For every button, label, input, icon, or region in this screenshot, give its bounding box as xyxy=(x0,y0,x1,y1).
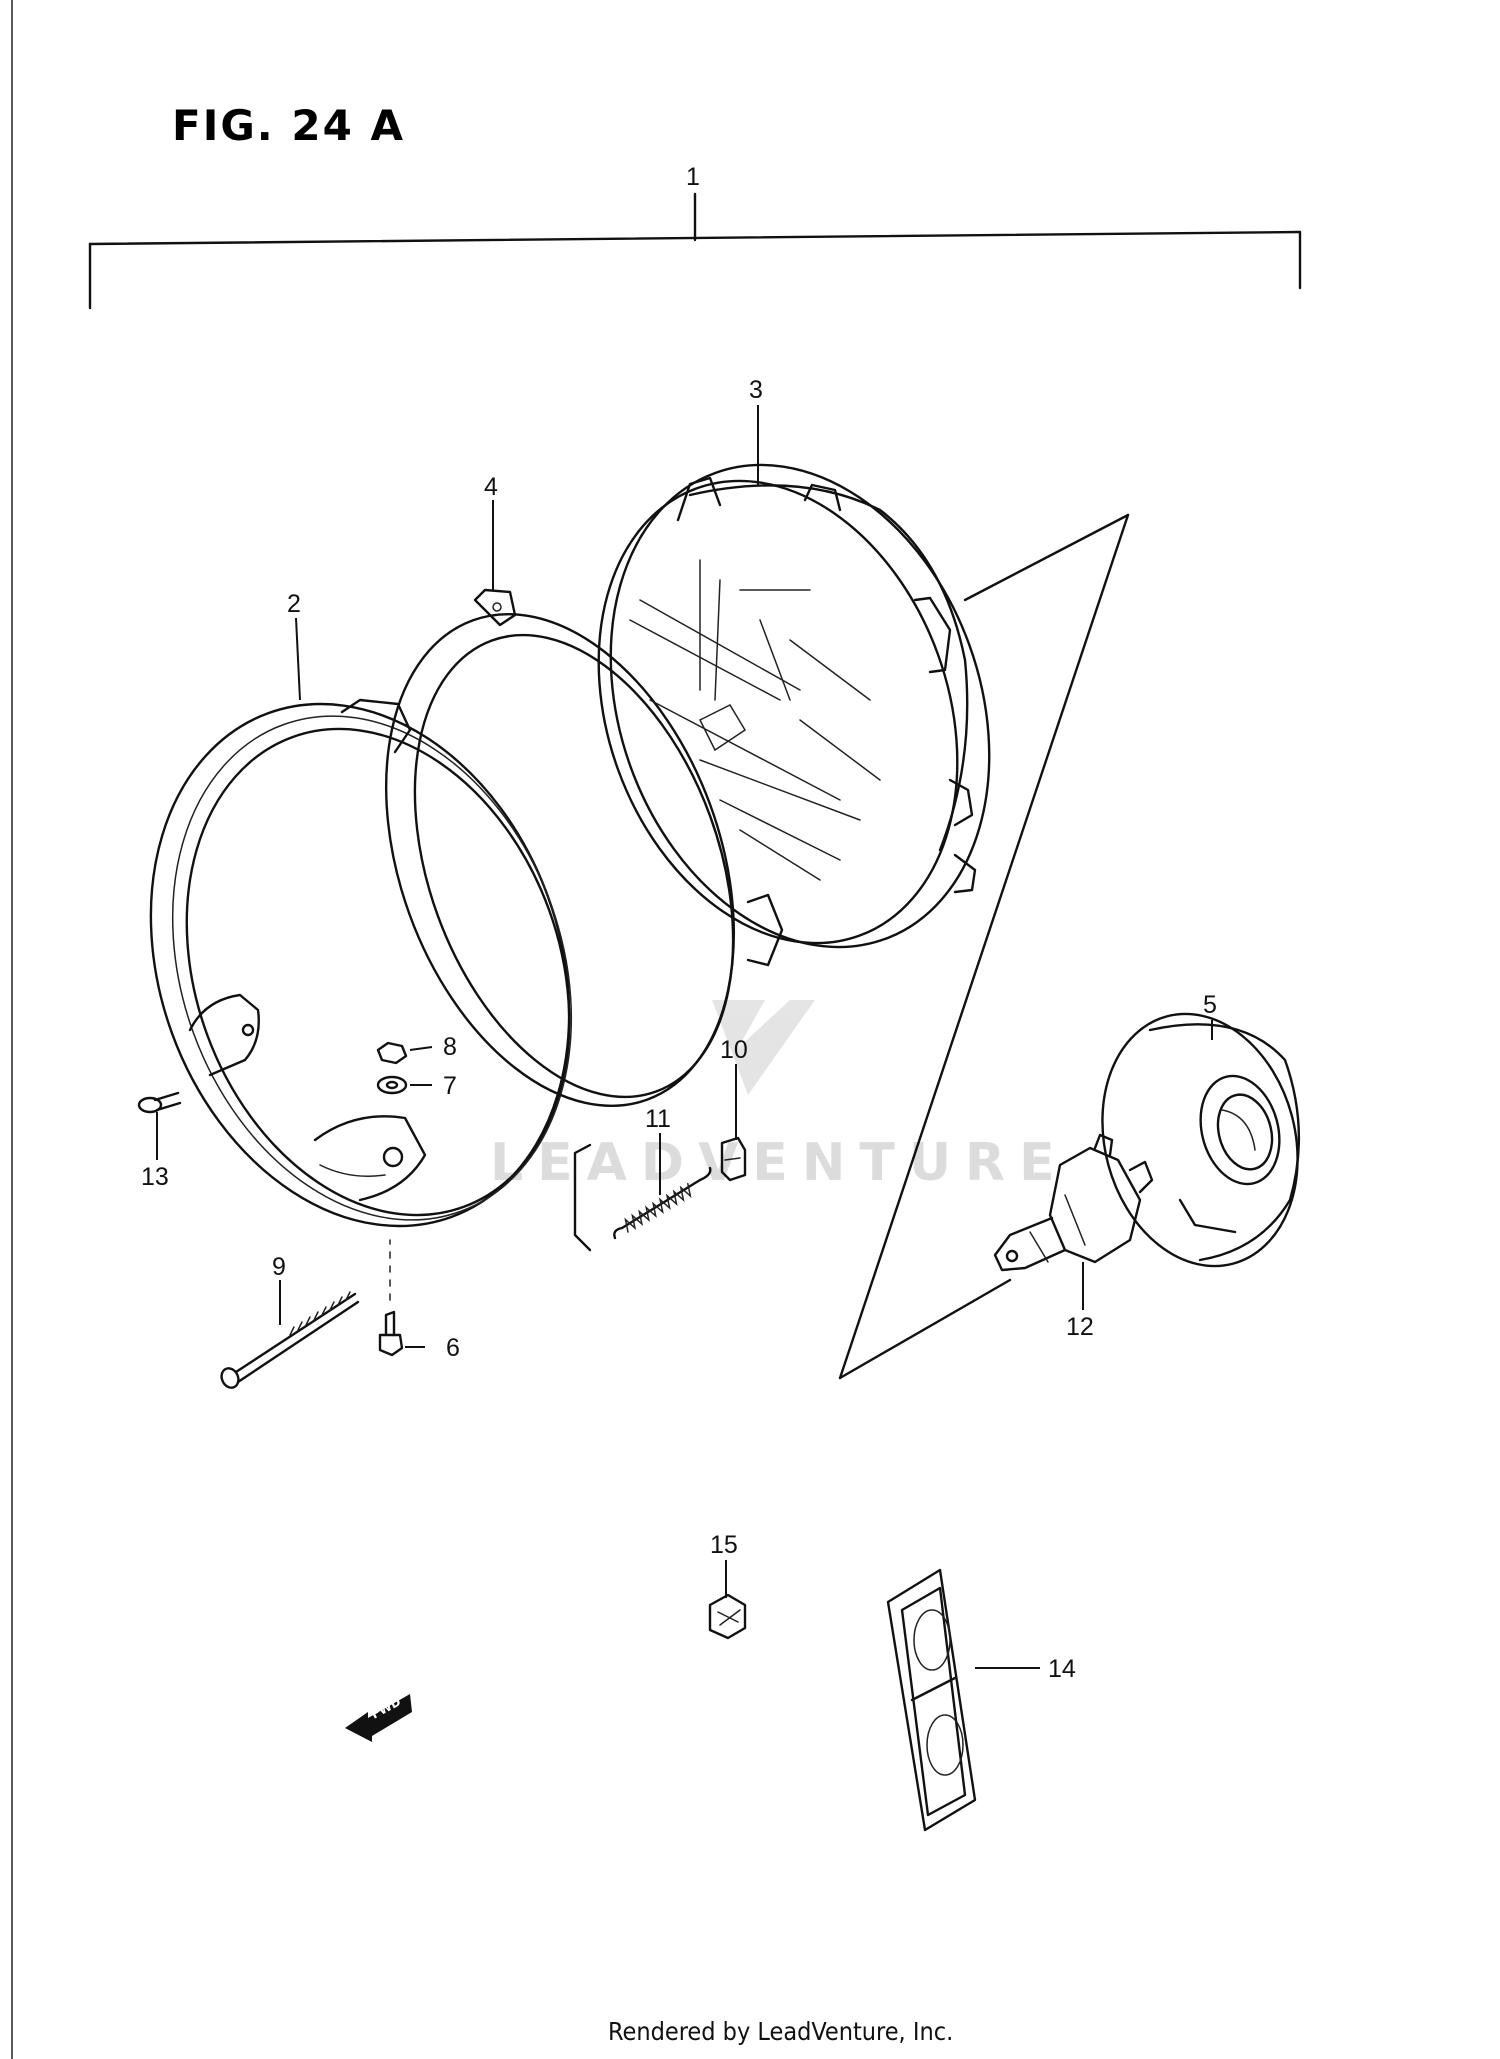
callout-10: 10 xyxy=(720,1036,748,1064)
callout-3: 3 xyxy=(749,376,763,404)
callout-7: 7 xyxy=(443,1072,457,1100)
spring-reference-line xyxy=(573,1143,592,1252)
leader-lines xyxy=(156,405,1213,1669)
callout-11: 11 xyxy=(645,1105,671,1133)
callout-9: 9 xyxy=(272,1253,286,1281)
part-4-mounting-ring xyxy=(384,588,784,1107)
part-7-washer xyxy=(376,1075,408,1095)
callout-4: 4 xyxy=(484,473,498,501)
callout-2: 2 xyxy=(287,590,301,618)
part-8-nut xyxy=(376,1041,408,1065)
callout-8: 8 xyxy=(443,1033,457,1061)
part-13-screw xyxy=(137,1091,182,1114)
part-11-spring xyxy=(613,1166,712,1240)
figure-title: FIG. 24 A xyxy=(172,101,405,150)
callout-labels: 1 2 3 4 5 6 7 8 9 10 11 12 13 14 15 xyxy=(141,163,1217,1683)
callout-15: 15 xyxy=(710,1531,738,1559)
part-15-grommet xyxy=(708,1593,747,1640)
watermark: LEADVENTURE xyxy=(490,1000,1069,1193)
part-5-socket-cover xyxy=(1101,1012,1301,1268)
watermark-text: LEADVENTURE xyxy=(490,1133,1069,1193)
part-14-reflector xyxy=(886,1568,977,1832)
part-3-sealed-beam xyxy=(597,463,991,949)
callout-5: 5 xyxy=(1203,991,1217,1019)
part-10-nut xyxy=(720,1136,747,1182)
callout-1: 1 xyxy=(686,163,700,191)
explode-lines xyxy=(838,513,1130,1380)
part-6-bolt xyxy=(378,1239,404,1357)
assembly-bracket xyxy=(88,192,1302,310)
callout-6: 6 xyxy=(446,1334,460,1362)
fwd-arrow-icon: FWD xyxy=(345,1694,412,1742)
callout-12: 12 xyxy=(1066,1313,1094,1341)
callout-13: 13 xyxy=(141,1163,169,1191)
part-9-long-screw xyxy=(220,1291,360,1389)
watermark-logo-icon xyxy=(712,1000,815,1095)
footer-credit: Rendered by LeadVenture, Inc. xyxy=(608,2017,953,2046)
part-2-headlight-rim xyxy=(149,698,573,1228)
callout-14: 14 xyxy=(1048,1655,1076,1683)
part-12-bulb xyxy=(993,1133,1154,1272)
